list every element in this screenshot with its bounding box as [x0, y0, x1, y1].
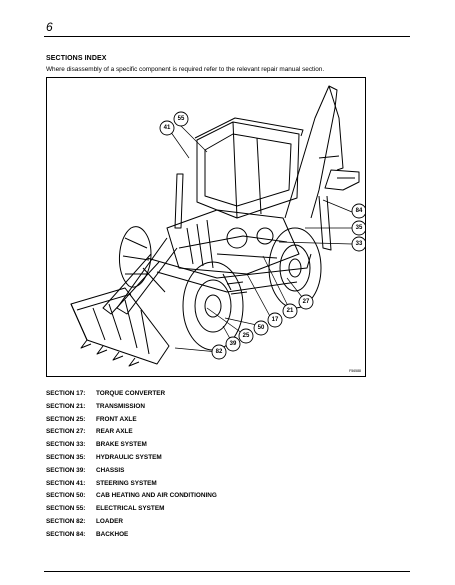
section-number: SECTION 50:: [46, 492, 86, 500]
section-name: STEERING SYSTEM: [96, 479, 157, 487]
bottom-rule: [44, 571, 410, 572]
section-name: ELECTRICAL SYSTEM: [96, 505, 165, 513]
section-number: SECTION 35:: [46, 453, 86, 461]
callout-27: 27: [298, 294, 314, 310]
section-item: SECTION 55: ELECTRICAL SYSTEM: [46, 505, 217, 518]
section-item: SECTION 82: LOADER: [46, 518, 217, 531]
section-number: SECTION 27:: [46, 428, 86, 436]
section-name: CHASSIS: [96, 466, 125, 474]
svg-text:41: 41: [164, 125, 171, 131]
section-number: SECTION 41:: [46, 479, 86, 487]
svg-text:35: 35: [356, 225, 363, 231]
svg-text:25: 25: [243, 333, 250, 339]
callout-21: 21: [282, 303, 298, 319]
section-number: SECTION 17:: [46, 390, 86, 397]
callout-33: 33: [351, 236, 365, 252]
svg-text:55: 55: [178, 116, 185, 122]
section-item: SECTION 21: TRANSMISSION: [46, 403, 217, 416]
section-number: SECTION 55:: [46, 505, 86, 513]
section-name: REAR AXLE: [96, 428, 133, 436]
callout-84: 84: [351, 203, 365, 219]
section-number: SECTION 39:: [46, 466, 86, 474]
section-item: SECTION 39: CHASSIS: [46, 467, 217, 480]
svg-text:33: 33: [356, 241, 363, 247]
top-rule: [44, 36, 410, 37]
section-item: SECTION 25: FRONT AXLE: [46, 416, 217, 429]
sections-list: SECTION 17: TORQUE CONVERTER SECTION 21: T…: [46, 390, 217, 544]
section-number: SECTION 33:: [46, 441, 86, 449]
section-name: HYDRAULIC SYSTEM: [96, 453, 162, 461]
machine-drawing: [70, 85, 360, 367]
figure-code: F56588: [349, 369, 361, 373]
callout-17: 17: [267, 312, 283, 328]
backhoe-loader-figure: 55 41 84 35 33 27 21 17: [46, 77, 366, 377]
page-number: 6: [46, 20, 53, 34]
section-number: SECTION 25:: [46, 415, 86, 423]
svg-text:84: 84: [356, 208, 363, 214]
section-title: SECTIONS INDEX: [46, 55, 107, 62]
svg-text:21: 21: [287, 308, 294, 314]
svg-text:39: 39: [230, 341, 237, 347]
callout-35: 35: [351, 220, 365, 236]
svg-text:50: 50: [258, 325, 265, 331]
section-name: LOADER: [96, 517, 123, 525]
section-name: CAB HEATING AND AIR CONDITIONING: [96, 492, 217, 500]
svg-text:17: 17: [272, 317, 279, 323]
section-name: TORQUE CONVERTER: [96, 390, 166, 397]
section-item: SECTION 35: HYDRAULIC SYSTEM: [46, 454, 217, 467]
section-name: TRANSMISSION: [96, 402, 145, 410]
section-name: BACKHOE: [96, 530, 129, 538]
callout-39: 39: [225, 336, 241, 352]
section-item: SECTION 27: REAR AXLE: [46, 428, 217, 441]
callout-55: 55: [173, 111, 189, 127]
section-number: SECTION 21:: [46, 402, 86, 410]
section-item: SECTION 17: TORQUE CONVERTER: [46, 390, 217, 403]
svg-text:82: 82: [216, 349, 223, 355]
callout-25: 25: [238, 328, 254, 344]
section-name: BRAKE SYSTEM: [96, 441, 147, 449]
section-item: SECTION 50: CAB HEATING AND AIR CONDITION…: [46, 492, 217, 505]
section-number: SECTION 84:: [46, 530, 86, 538]
callout-50: 50: [253, 320, 269, 336]
svg-text:27: 27: [303, 299, 310, 305]
section-item: SECTION 33: BRAKE SYSTEM: [46, 441, 217, 454]
callout-82: 82: [211, 344, 227, 360]
callout-41: 41: [159, 120, 175, 136]
section-item: SECTION 41: STEERING SYSTEM: [46, 480, 217, 493]
section-name: FRONT AXLE: [96, 415, 137, 423]
section-item: SECTION 84: BACKHOE: [46, 531, 217, 544]
backhoe-loader-illustration: 55 41 84 35 33 27 21 17: [70, 85, 365, 367]
intro-text: Where disassembly of a specific componen…: [46, 66, 325, 73]
section-number: SECTION 82:: [46, 517, 86, 525]
